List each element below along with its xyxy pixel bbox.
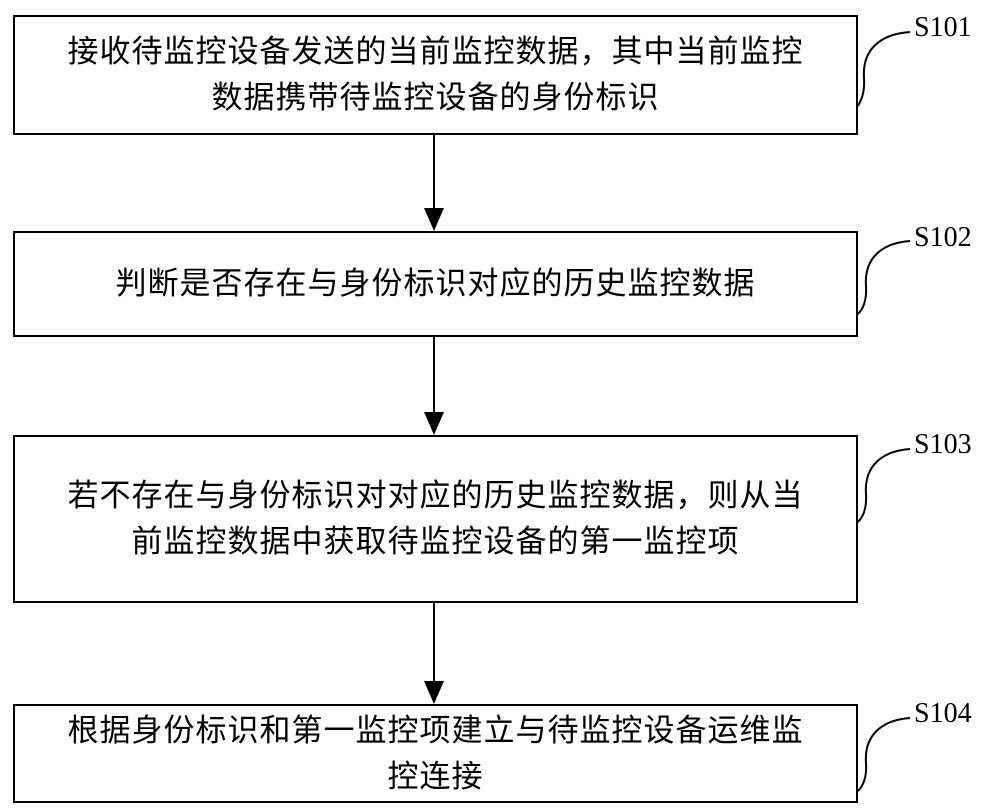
step-box-s102: 判断是否存在与身份标识对应的历史监控数据 [13,231,858,337]
step-box-s103: 若不存在与身份标识对对应的历史监控数据，则从当 前监控数据中获取待监控设备的第一… [13,435,858,603]
step-label-s102: S102 [914,222,972,253]
step-label-s104: S104 [914,698,972,729]
step-box-s104: 根据身份标识和第一监控项建立与待监控设备运维监 控连接 [13,704,858,803]
leader-curve-s102 [857,240,911,315]
arrow-s102-to-s103 [424,337,444,435]
arrow-s103-to-s104 [424,603,444,704]
step-label-s101: S101 [914,12,972,43]
step-label-s103: S103 [914,429,972,460]
step-text-s104: 根据身份标识和第一监控项建立与待监控设备运维监 控连接 [67,712,804,795]
step-text-s103: 若不存在与身份标识对对应的历史监控数据，则从当 前监控数据中获取待监控设备的第一… [67,478,804,560]
leader-curve-s101 [857,31,911,107]
arrow-s101-to-s102 [424,135,444,231]
step-box-s101: 接收待监控设备发送的当前监控数据，其中当前监控 数据携带待监控设备的身份标识 [13,15,858,135]
step-text-s102: 判断是否存在与身份标识对应的历史监控数据 [115,266,756,302]
leader-curve-s104 [857,717,911,792]
step-text-s101: 接收待监控设备发送的当前监控数据，其中当前监控 数据携带待监控设备的身份标识 [67,34,804,116]
leader-curve-s103 [857,448,911,523]
